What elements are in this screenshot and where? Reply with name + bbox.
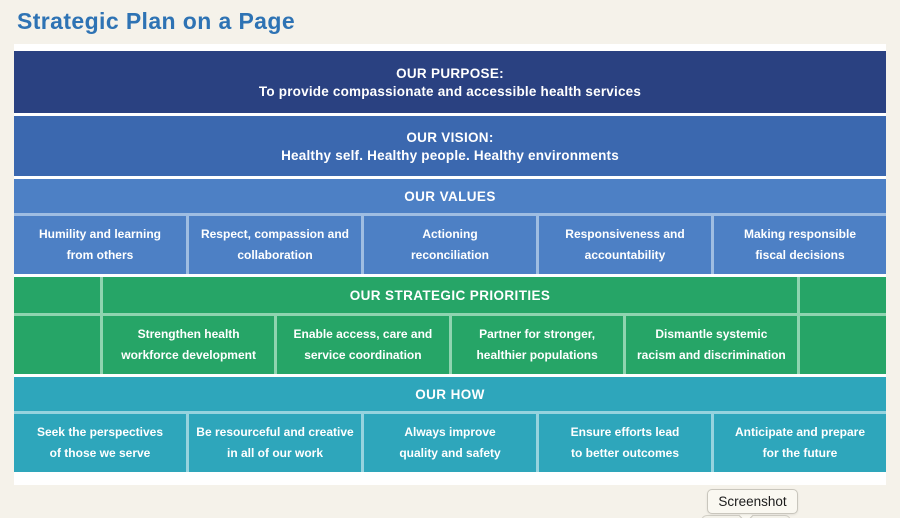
priorities-right-spacer-cell (800, 277, 886, 313)
screenshot-tooltip-label: Screenshot (718, 494, 787, 509)
how-heading: OUR HOW (14, 377, 886, 411)
purpose-banner: OUR PURPOSE: To provide compassionate an… (14, 51, 886, 113)
strategic-plan-panel: OUR PURPOSE: To provide compassionate an… (14, 44, 886, 485)
priority-cell-dismantle: Dismantle systemic racism and discrimina… (625, 316, 797, 374)
priorities-cells-row: Strengthen health workforce development … (14, 316, 886, 374)
values-cells-row: Humility and learning from others Respec… (14, 216, 886, 274)
how-cells-row: Seek the perspectives of those we serve … (14, 414, 886, 472)
value-cell-fiscal: Making responsible fiscal decisions (714, 216, 886, 274)
how-cell-perspectives: Seek the perspectives of those we serve (14, 414, 186, 472)
purpose-heading: OUR PURPOSE: (396, 65, 504, 81)
how-cell-quality: Always improve quality and safety (364, 414, 536, 472)
purpose-text: To provide compassionate and accessible … (258, 83, 642, 99)
priorities-left-spacer-cell (14, 277, 100, 313)
values-section: OUR VALUES Humility and learning from ot… (14, 179, 886, 274)
screenshot-tooltip[interactable]: Screenshot (707, 489, 798, 514)
vision-text: Healthy self. Healthy people. Healthy en… (281, 147, 619, 163)
value-cell-reconciliation: Actioning reconciliation (364, 216, 536, 274)
how-cell-outcomes: Ensure efforts lead to better outcomes (539, 414, 711, 472)
priorities-right-empty-cell (800, 316, 886, 374)
how-cell-resourceful: Be resourceful and creative in all of ou… (189, 414, 361, 472)
priority-cell-workforce: Strengthen health workforce development (103, 316, 275, 374)
value-cell-humility: Humility and learning from others (14, 216, 186, 274)
vision-banner: OUR VISION: Healthy self. Healthy people… (14, 116, 886, 176)
how-section: OUR HOW Seek the perspectives of those w… (14, 377, 886, 472)
how-cell-anticipate: Anticipate and prepare for the future (714, 414, 886, 472)
priority-cell-partner: Partner for stronger, healthier populati… (451, 316, 623, 374)
page-title: Strategic Plan on a Page (17, 8, 296, 34)
priorities-heading: OUR STRATEGIC PRIORITIES (103, 277, 797, 313)
priorities-section: OUR STRATEGIC PRIORITIES Strengthen heal… (14, 277, 886, 374)
priorities-left-empty-cell (14, 316, 100, 374)
value-cell-responsiveness: Responsiveness and accountability (539, 216, 711, 274)
vision-heading: OUR VISION: (406, 129, 494, 145)
priority-cell-access: Enable access, care and service coordina… (277, 316, 449, 374)
priorities-header-row: OUR STRATEGIC PRIORITIES (14, 277, 886, 313)
values-heading: OUR VALUES (14, 179, 886, 213)
value-cell-respect: Respect, compassion and collaboration (189, 216, 361, 274)
